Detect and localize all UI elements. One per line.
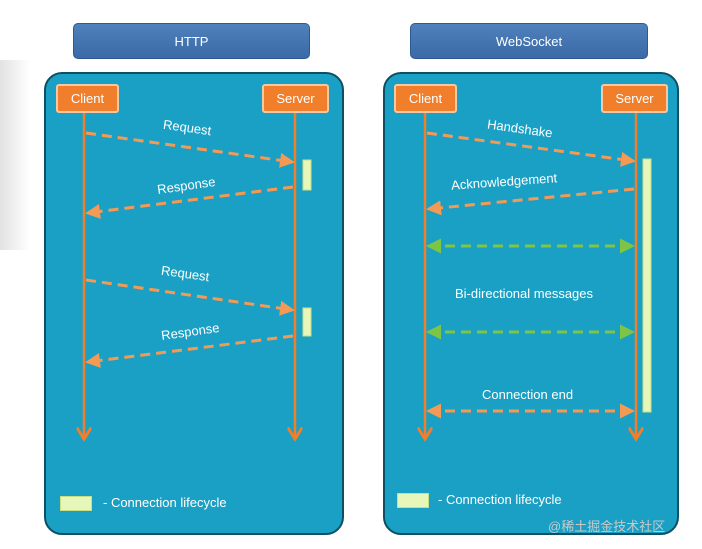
- http-response-arrow-1: [85, 185, 294, 219]
- http-server-box: Server: [262, 84, 329, 113]
- http-legend-text: - Connection lifecycle: [103, 495, 227, 510]
- http-request-arrow-2: [85, 278, 295, 316]
- http-client-box: Client: [56, 84, 119, 113]
- ws-lifecycle-bar: [642, 158, 652, 413]
- http-request-arrow-1: [85, 131, 295, 168]
- http-lifecycle-bar-1: [302, 159, 312, 191]
- ws-bidirectional-label: Bi-directional messages: [455, 286, 594, 301]
- ws-handshake-arrow: [426, 131, 636, 167]
- websocket-panel: [383, 72, 679, 535]
- background-shade: [0, 60, 30, 250]
- ws-ack-arrow: [426, 187, 635, 216]
- ws-server-box: Server: [601, 84, 668, 113]
- ws-client-box: Client: [394, 84, 457, 113]
- http-legend-swatch: [60, 496, 92, 511]
- http-title: HTTP: [73, 23, 310, 59]
- http-lifecycle-bar-2: [302, 307, 312, 337]
- websocket-title: WebSocket: [410, 23, 648, 59]
- ws-legend-text: - Connection lifecycle: [438, 492, 562, 507]
- http-response-arrow-2: [85, 334, 294, 368]
- ws-legend-swatch: [397, 493, 429, 508]
- ws-connection-end-label: Connection end: [482, 387, 574, 402]
- watermark: @稀土掘金技术社区: [548, 519, 666, 534]
